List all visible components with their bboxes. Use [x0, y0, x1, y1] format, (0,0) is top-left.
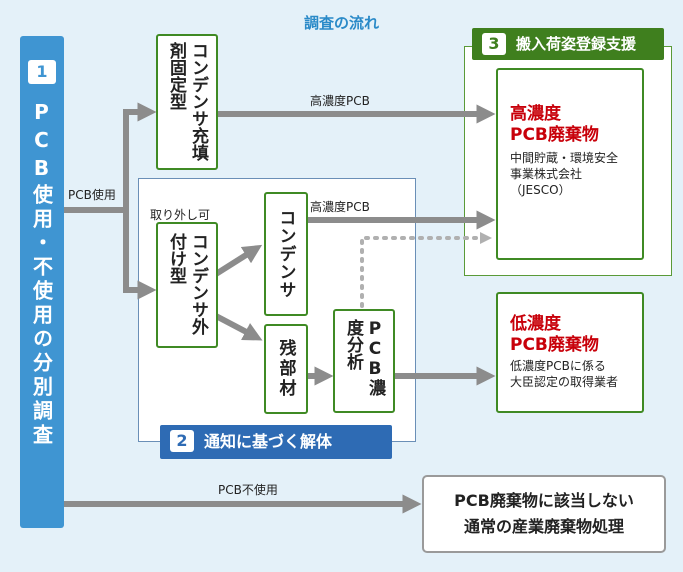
step3-number: 3 [482, 33, 506, 55]
step3-label: 搬入荷姿登録支援 [516, 35, 637, 53]
step2-number: 2 [170, 430, 194, 452]
step2-badge: 2 通知に基づく解体 [160, 425, 392, 459]
survey-box-label-wrap: PCB使用・不使用の分別調査 [22, 100, 62, 448]
final-line-2: 通常の産業廃棄物処理 [463, 517, 624, 536]
condenser-label: コンデンサ [275, 209, 296, 299]
fixed-condenser-box: コンデンサ充填剤固定型 [156, 34, 218, 170]
residual-box: 残部材 [264, 324, 308, 414]
high-waste-desc-3: （JESCO） [510, 183, 571, 197]
residual-label: 残部材 [275, 339, 296, 399]
high-waste-title-2: PCB廃棄物 [510, 125, 599, 145]
non-pcb-waste-box: PCB廃棄物に該当しない 通常の産業廃棄物処理 [422, 475, 666, 553]
final-line-1: PCB廃棄物に該当しない [454, 491, 634, 510]
fixed-condenser-label: コンデンサ充填剤固定型 [166, 42, 208, 161]
diagram-title: 調査の流れ [303, 14, 379, 32]
arrow-external-to-condenser [214, 244, 263, 277]
high-waste-desc-2: 事業株式会社 [510, 167, 583, 181]
low-pcb-waste-box: 低濃度 PCB廃棄物 低濃度PCBに係る 大臣認定の取得業者 [496, 292, 644, 413]
step3-badge: 3 搬入荷姿登録支援 [472, 28, 664, 60]
removable-label: 取り外し可 [150, 208, 211, 222]
survey-step-number: 1 [28, 60, 56, 84]
high-pcb-waste-box: 高濃度 PCB廃棄物 中間貯蔵・環境安全 事業株式会社 （JESCO） [496, 68, 644, 260]
arrow-to-external-type [123, 210, 157, 300]
analysis-label: PCB濃度分析 [343, 319, 385, 396]
step2-label: 通知に基づく解体 [204, 432, 333, 451]
condenser-box: コンデンサ [264, 192, 308, 316]
low-waste-title-1: 低濃度 [510, 314, 561, 334]
high-pcb-label-mid: 高濃度PCB [310, 200, 370, 214]
external-condenser-box: コンデンサ外付け型 [156, 222, 218, 348]
high-pcb-label-top: 高濃度PCB [310, 94, 370, 108]
pcb-not-used-label: PCB不使用 [218, 483, 278, 497]
low-waste-title-2: PCB廃棄物 [510, 335, 599, 355]
survey-box [20, 36, 64, 528]
analysis-box: PCB濃度分析 [333, 309, 395, 413]
pcb-used-label: PCB使用 [68, 188, 116, 202]
survey-label: PCB使用・不使用の分別調査 [29, 100, 54, 448]
arrow-external-to-residual [214, 313, 263, 341]
arrow-to-fixed-type [123, 102, 157, 210]
high-waste-desc-1: 中間貯蔵・環境安全 [510, 151, 619, 165]
dotted-arrow-analysis-to-high [360, 232, 492, 308]
high-waste-title-1: 高濃度 [510, 104, 561, 124]
external-condenser-label: コンデンサ外付け型 [166, 233, 208, 335]
low-waste-desc-2: 大臣認定の取得業者 [510, 375, 619, 389]
low-waste-desc-1: 低濃度PCBに係る [510, 359, 606, 373]
